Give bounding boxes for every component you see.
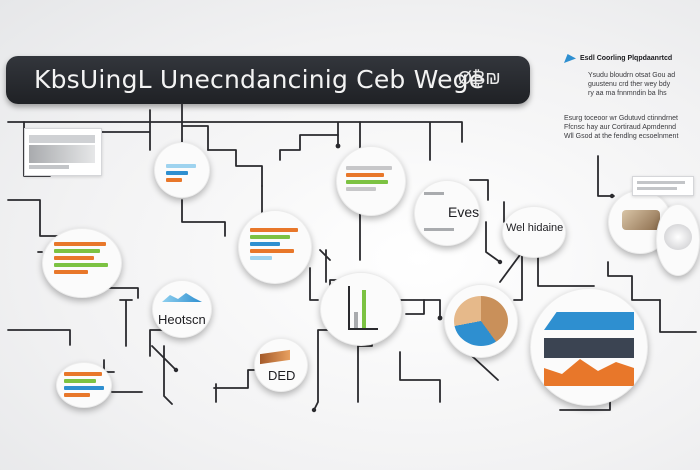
diagram-node-heotscn[interactable]: Heotscn [152, 280, 212, 338]
banner-glyph: Ø₿₪ [458, 68, 501, 88]
diagram-node-area-chart[interactable] [530, 288, 648, 406]
diagram-node-photo-b[interactable] [656, 204, 700, 276]
side-note-line: Ysudu bloudrn otsat Gou ad [588, 72, 676, 79]
brand-icon [564, 54, 576, 63]
node-label-eves: Eves [448, 204, 480, 220]
side-note-line: ry aa ma fnnmndin ba lhs [588, 90, 667, 97]
diagram-node-chart-c[interactable] [336, 146, 406, 216]
diagram-node-eves[interactable]: Eves [414, 180, 480, 246]
side-note-line: Wll Gsod at the fendlng ecsoelnment [564, 133, 679, 140]
side-notes: Esdl Coorling Plqpdaanrtcd Ysudu bloudrn… [564, 54, 678, 141]
diagram-node-chart-d[interactable] [42, 228, 122, 298]
page-title: KbsUingL Unecndancinig Ceb Wege [34, 65, 485, 94]
title-banner: KbsUingL Unecndancinig Ceb Wege Ø₿₪ [6, 56, 530, 104]
node-label-heotscn: Heotscn [158, 312, 206, 327]
diagram-node-chart-b[interactable] [238, 210, 312, 284]
diagram-node-web[interactable]: Wel hidaine [502, 206, 566, 258]
side-note-line: Esurg toceoor wr Gdutuvd ctinndrnet [564, 115, 679, 122]
diagram-node-layers[interactable] [444, 284, 518, 358]
side-card [632, 176, 694, 196]
diagram-node-chart-a[interactable] [154, 142, 210, 198]
side-notes-heading: Esdl Coorling Plqpdaanrtcd [580, 55, 673, 62]
node-label-web: Wel hidaine [506, 222, 564, 234]
diagram-node-ded[interactable]: DED [254, 338, 308, 392]
diagram-node-chart-e[interactable] [56, 362, 112, 408]
side-note-line: guustenu crd ther wey bdy [588, 81, 671, 88]
diagram-node-chart-f[interactable] [320, 272, 402, 346]
node-label-ded: DED [268, 368, 296, 383]
side-note-line: Ffcnsc hay aur Cortiraud Apmdennd [564, 124, 677, 131]
thumbnail-panel [24, 128, 102, 176]
